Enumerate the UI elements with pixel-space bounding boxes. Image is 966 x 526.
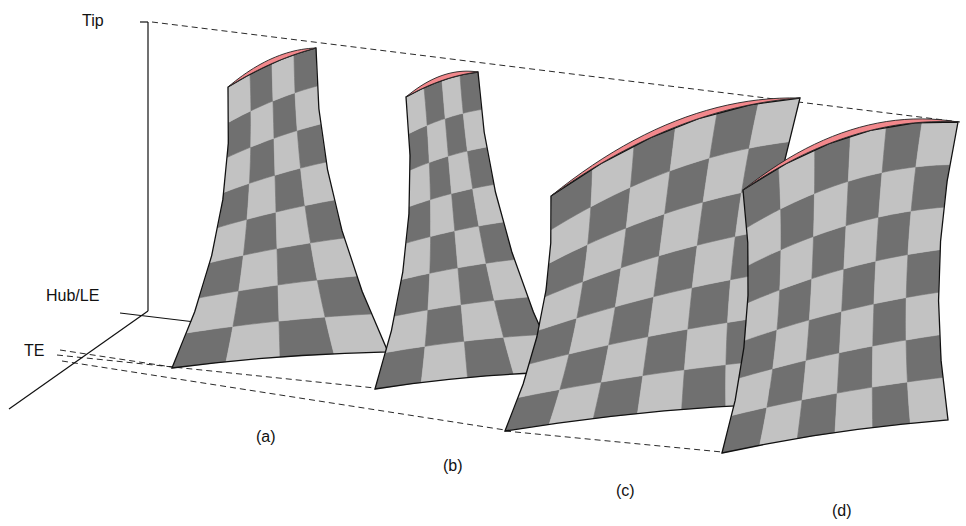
checker-cell bbox=[749, 98, 800, 148]
checker-cell bbox=[218, 183, 249, 227]
checker-cell bbox=[906, 335, 942, 382]
checker-cell bbox=[876, 211, 911, 261]
checker-cell bbox=[226, 321, 280, 362]
checker-cell bbox=[872, 340, 907, 387]
hub-line bbox=[120, 313, 195, 322]
checker-cell bbox=[638, 370, 685, 414]
checker-cell bbox=[427, 118, 448, 162]
checker-cell bbox=[907, 377, 948, 423]
checker-cell bbox=[906, 250, 940, 298]
checker-cell bbox=[200, 255, 244, 298]
checker-cell bbox=[430, 194, 454, 237]
checker-cell bbox=[839, 304, 874, 353]
checker-cell bbox=[429, 156, 451, 199]
panel-label: (c) bbox=[616, 482, 635, 500]
tip-section bbox=[228, 48, 316, 87]
checker-cell bbox=[430, 231, 458, 273]
checker-cell bbox=[228, 74, 251, 122]
checker-cell bbox=[233, 285, 279, 326]
checker-cell bbox=[874, 255, 908, 304]
checker-cell bbox=[311, 238, 357, 280]
checker-cell bbox=[276, 206, 311, 249]
panel-label: (b) bbox=[443, 457, 463, 475]
blade-outline bbox=[375, 72, 560, 389]
checker-cell bbox=[916, 122, 958, 167]
checker-cell bbox=[424, 81, 445, 126]
panel-label: (d) bbox=[832, 502, 852, 520]
axis-label: Tip bbox=[82, 12, 104, 30]
checker-cell bbox=[467, 147, 493, 189]
axis-label: Hub/LE bbox=[46, 287, 99, 305]
axis-label: TE bbox=[24, 342, 44, 360]
checker-cell bbox=[879, 167, 916, 217]
blade-outline bbox=[722, 122, 958, 453]
checker-cell bbox=[294, 48, 317, 93]
blade-surface bbox=[505, 98, 800, 431]
span-axis bbox=[147, 22, 148, 311]
panel-label: (a) bbox=[256, 428, 276, 446]
te-guide bbox=[60, 350, 172, 367]
checker-cell bbox=[911, 165, 950, 211]
chord-axis bbox=[9, 311, 148, 409]
checker-cell bbox=[684, 322, 727, 369]
checker-cell bbox=[428, 268, 461, 310]
checker-cell bbox=[278, 280, 325, 321]
te-guide bbox=[505, 431, 722, 452]
blade-surface bbox=[375, 71, 560, 389]
blade-surface bbox=[722, 119, 958, 453]
checker-cell bbox=[873, 298, 907, 346]
checker-cell bbox=[835, 387, 873, 432]
checker-cell bbox=[395, 273, 430, 316]
checker-cell bbox=[682, 365, 726, 410]
checker-cell bbox=[421, 341, 467, 382]
checker-cell bbox=[279, 317, 334, 357]
checker-cell bbox=[277, 243, 317, 285]
checker-cell bbox=[837, 346, 873, 393]
checker-cell bbox=[908, 207, 944, 254]
checker-cell bbox=[305, 200, 344, 243]
tip-section bbox=[743, 119, 958, 190]
checker-cell bbox=[722, 407, 767, 453]
blade-outline bbox=[172, 48, 388, 368]
checker-cell bbox=[274, 130, 301, 175]
checker-cell bbox=[593, 376, 643, 419]
checker-cell bbox=[872, 382, 910, 428]
checker-cell bbox=[295, 86, 320, 130]
blade-surface bbox=[172, 48, 388, 368]
checker-cell bbox=[317, 276, 371, 317]
checker-cell bbox=[551, 169, 593, 230]
checker-cell bbox=[906, 292, 939, 340]
checker-cell bbox=[275, 168, 305, 212]
checker-cell bbox=[601, 337, 648, 383]
checker-cell bbox=[442, 75, 463, 118]
tip-section bbox=[406, 71, 478, 97]
blade-outline bbox=[505, 98, 800, 431]
checker-cell bbox=[210, 219, 247, 262]
tip-tick bbox=[140, 21, 148, 22]
checker-cell bbox=[386, 310, 428, 353]
checker-cell bbox=[325, 314, 388, 354]
checker-cell bbox=[301, 162, 334, 206]
checker-cell bbox=[425, 305, 464, 347]
checker-cell bbox=[842, 261, 876, 311]
checker-cell bbox=[797, 393, 837, 438]
